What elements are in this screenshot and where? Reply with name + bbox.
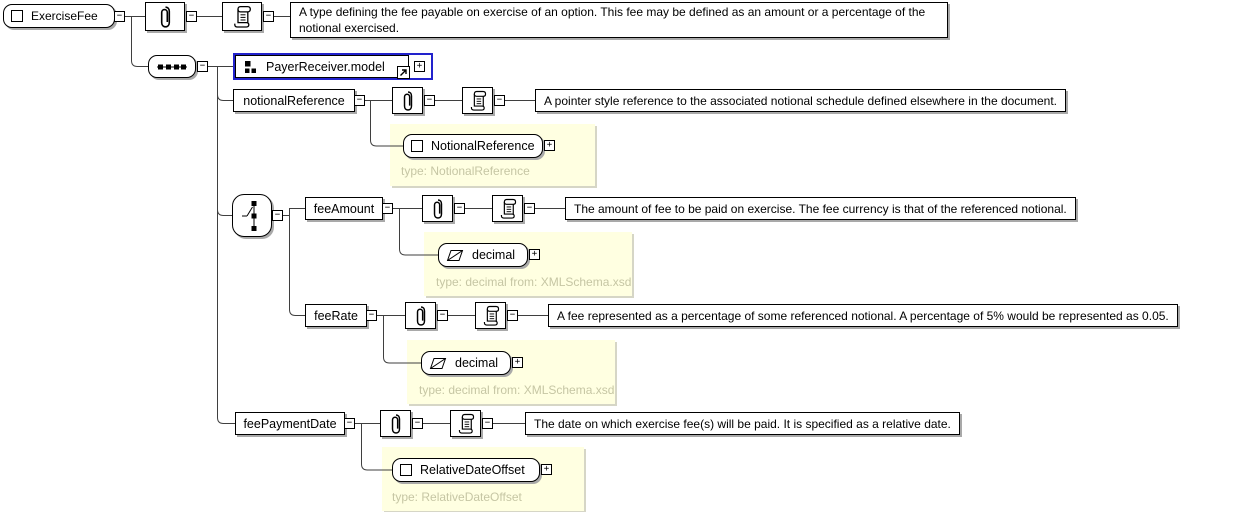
documentation-node[interactable] [492,195,523,222]
collapse-button[interactable]: − [114,11,125,22]
element-label: feeRate [314,308,358,323]
collapse-button[interactable]: − [507,310,518,321]
collapse-button[interactable]: − [344,418,355,429]
type-node-RelativeDateOffset[interactable]: RelativeDateOffset [392,458,540,482]
type-label: RelativeDateOffset [420,463,525,477]
collapse-button[interactable]: − [263,11,274,22]
documentation-text: A fee represented as a percentage of som… [548,304,1178,327]
simple-type-icon [429,357,447,369]
doc-text: The date on which exercise fee(s) will b… [534,416,951,431]
model-group-node[interactable]: PayerReceiver.model + [233,53,433,80]
type-node-NotionalReference[interactable]: NotionalReference [403,134,543,158]
collapse-button[interactable]: − [482,418,493,429]
scroll-icon [458,413,474,434]
element-node-feePaymentDate[interactable]: feePaymentDate [235,412,345,435]
element-node-feeAmount[interactable]: feeAmount [305,197,383,220]
complex-type-icon [400,464,412,476]
type-label: decimal [472,248,516,262]
doc-text: A pointer style reference to the associa… [544,93,1057,108]
documentation-text: The amount of fee to be paid on exercise… [565,197,1076,220]
type-note: type: decimal from: XMLSchema.xsd [419,383,615,397]
scroll-icon [234,5,251,28]
collapse-button[interactable]: − [197,61,208,72]
root-type-label: ExerciseFee [31,9,98,23]
choice-compositor[interactable] [232,194,272,237]
type-label: NotionalReference [431,139,535,153]
element-label: notionalReference [243,93,345,108]
expand-button[interactable]: + [512,357,523,368]
collapse-button[interactable]: − [437,310,448,321]
type-node-decimal[interactable]: decimal [438,243,528,267]
sequence-compositor[interactable] [148,55,196,78]
type-note: type: RelativeDateOffset [392,490,522,504]
annotation-node[interactable] [145,2,185,31]
documentation-text: The date on which exercise fee(s) will b… [525,412,960,435]
link-arrow-icon [400,69,407,76]
paperclip-icon [160,5,170,28]
model-group-inner: PayerReceiver.model [235,55,409,78]
collapse-button[interactable]: − [354,95,365,106]
paperclip-icon [433,198,442,219]
scroll-icon [470,90,486,111]
doc-text: The amount of fee to be paid on exercise… [574,201,1067,216]
goto-definition-link[interactable] [397,66,410,79]
doc-text: A fee represented as a percentage of som… [557,308,1169,323]
expand-button[interactable]: + [529,249,540,260]
documentation-node[interactable] [222,2,262,31]
root-type-node[interactable]: ExerciseFee [3,4,115,28]
element-label: feePaymentDate [243,416,337,431]
collapse-button[interactable]: − [454,203,465,214]
simple-type-icon [446,249,464,261]
expand-button[interactable]: + [544,140,555,151]
scroll-icon [483,305,499,326]
collapse-button[interactable]: − [494,95,505,106]
element-node-feeRate[interactable]: feeRate [305,304,367,327]
annotation-node[interactable] [380,410,411,437]
collapse-button[interactable]: − [366,310,377,321]
model-group-label: PayerReceiver.model [266,59,385,74]
doc-text: A type defining the fee payable on exerc… [299,5,926,35]
paperclip-icon [391,413,400,434]
collapse-button[interactable]: − [382,203,393,214]
expand-button[interactable]: + [541,464,552,475]
documentation-node[interactable] [450,410,481,437]
type-note: type: decimal from: XMLSchema.xsd [436,275,632,289]
element-node-notionalReference[interactable]: notionalReference [233,89,355,112]
collapse-button[interactable]: − [424,95,435,106]
paperclip-icon [416,305,425,326]
complex-type-icon [11,10,23,22]
type-node-decimal[interactable]: decimal [421,351,511,375]
expand-button[interactable]: + [414,61,425,72]
documentation-text: A type defining the fee payable on exerc… [290,2,948,38]
annotation-node[interactable] [405,302,436,329]
complex-type-icon [411,140,423,152]
scroll-icon [500,198,516,219]
collapse-button[interactable]: − [524,203,535,214]
collapse-button[interactable]: − [272,210,283,221]
type-note: type: NotionalReference [401,164,530,178]
annotation-node[interactable] [422,195,453,222]
documentation-node[interactable] [462,87,493,114]
element-label: feeAmount [313,201,375,216]
documentation-text: A pointer style reference to the associa… [535,89,1066,112]
documentation-node[interactable] [475,302,506,329]
paperclip-icon [403,90,412,111]
choice-icon [242,200,257,231]
collapse-button[interactable]: − [412,418,423,429]
model-group-icon [245,61,256,73]
collapse-button[interactable]: − [186,11,197,22]
type-label: decimal [455,356,499,370]
sequence-icon [157,64,187,69]
annotation-node[interactable] [392,87,423,114]
